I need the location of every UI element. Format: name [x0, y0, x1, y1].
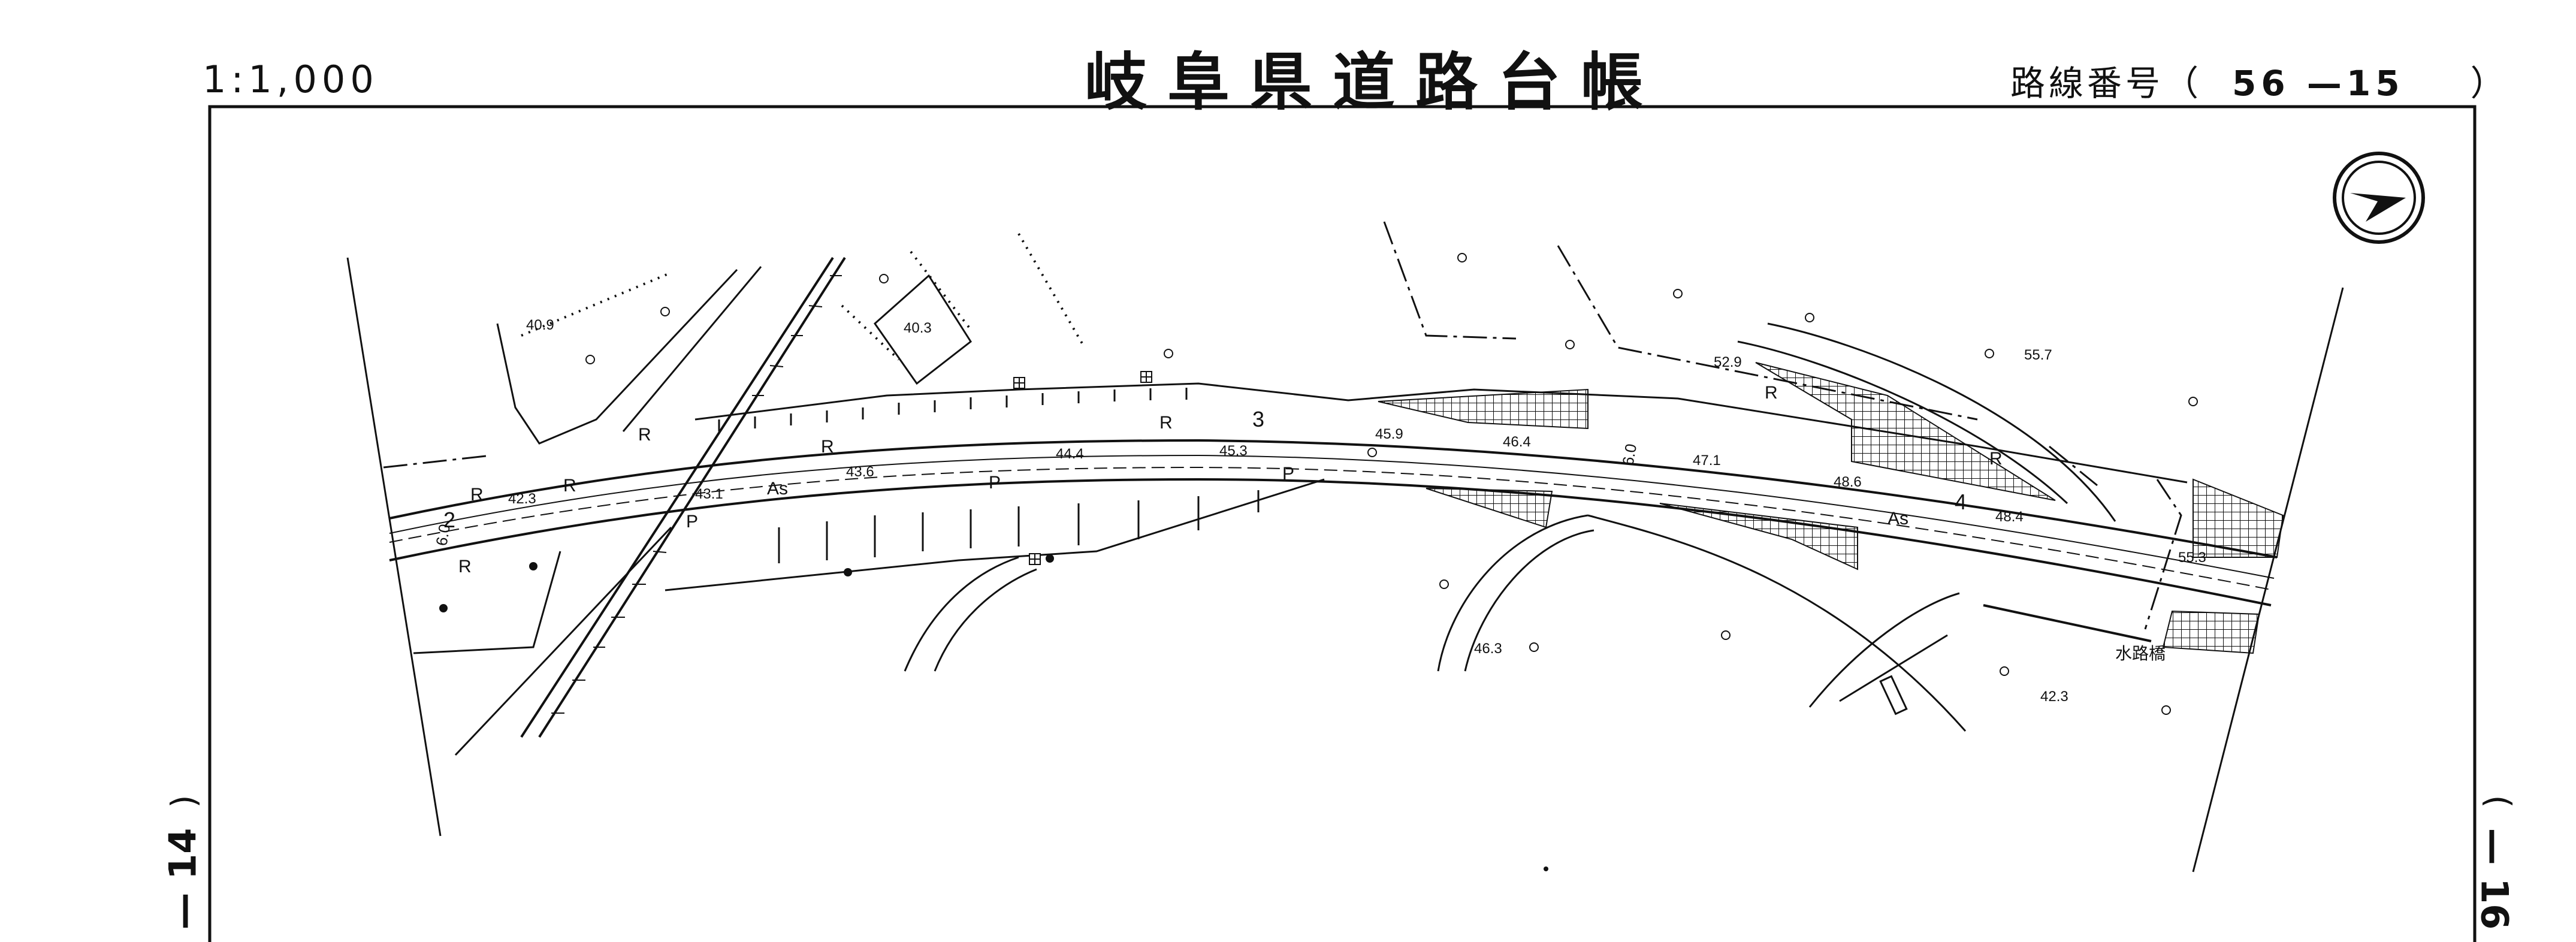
- elevation-label: 42.3: [2040, 689, 2068, 705]
- map-frame: [208, 105, 2477, 942]
- road-width: 6.0: [1618, 442, 1640, 467]
- land-use-symbol: [585, 253, 2198, 715]
- scale-label: 1:1,000: [203, 58, 379, 101]
- elevation-label: 47.1: [1693, 452, 1721, 469]
- station-number: 4: [1955, 490, 1967, 514]
- railway-ties: [551, 275, 842, 714]
- elevation-labels: 40.9 40.3 42.3 43.1 43.6 44.4 45.3 45.9 …: [508, 317, 2206, 705]
- edge-label: R: [1765, 383, 1778, 403]
- elevation-label: 52.9: [1714, 354, 1742, 370]
- edge-label: R: [1159, 413, 1173, 433]
- elevation-label: 44.4: [1056, 446, 1084, 462]
- surface-label: As: [1888, 509, 1908, 529]
- railway: [520, 256, 846, 738]
- edge-label: P: [989, 473, 1001, 493]
- match-line-left: [346, 257, 442, 837]
- elevation-label: 48.4: [1995, 509, 2024, 525]
- water-bridge-line: [1983, 604, 2152, 642]
- elevation-label: 42.3: [508, 491, 536, 507]
- surface-label: As: [767, 479, 788, 499]
- route-number: 路線番号（ 56 —15 ）: [2010, 55, 2509, 105]
- road-labels: As As 2 3 4 R R R R R R R R P P P 6.0 6.…: [432, 383, 2166, 663]
- edge-label: R: [563, 476, 576, 496]
- parcel: [874, 274, 972, 385]
- road-width: 6.0: [432, 523, 454, 547]
- elevation-label: 43.6: [846, 464, 874, 480]
- small-structure: [1879, 675, 1908, 715]
- manhole-icon: [1013, 371, 1152, 565]
- route-close: ）: [2470, 63, 2509, 104]
- edge-label: P: [686, 512, 698, 532]
- lower-boundary: [665, 478, 1325, 591]
- station-number: 3: [1252, 407, 1264, 431]
- edge-label: R: [458, 557, 472, 576]
- edge-label: R: [1989, 449, 2003, 469]
- edge-label: R: [638, 425, 651, 445]
- elevation-label: 46.4: [1503, 434, 1531, 450]
- elevation-label: 55.7: [2024, 347, 2052, 363]
- place-label: 水路橋: [2115, 644, 2166, 663]
- elevation-label: 48.6: [1834, 474, 1862, 490]
- elevation-label: 43.1: [695, 486, 723, 502]
- north-arrow-icon: [2333, 152, 2425, 244]
- lower-roads: [904, 322, 2116, 732]
- elevation-label: 45.3: [1219, 443, 1248, 459]
- elevation-label: 46.3: [1474, 641, 1502, 657]
- side-roads: [413, 266, 762, 756]
- edge-label: P: [1282, 464, 1294, 484]
- match-line-right: [2192, 287, 2344, 872]
- edge-label: R: [470, 485, 484, 505]
- elevation-label: 40.3: [904, 320, 932, 336]
- slope-ticks: [718, 388, 1260, 563]
- elevation-label: 45.9: [1375, 426, 1403, 442]
- station-number: 2: [443, 508, 455, 532]
- paved-areas: [1378, 362, 2284, 654]
- survey-points: [439, 554, 1548, 871]
- dotted-boundaries: [521, 233, 1086, 361]
- edge-label: R: [821, 437, 834, 457]
- route-label: 路線番号（: [2010, 63, 2203, 104]
- elevation-label: 40.9: [526, 317, 554, 333]
- route-number-value: 56 —15: [2232, 63, 2405, 104]
- elevation-label: 55.3: [2178, 550, 2206, 566]
